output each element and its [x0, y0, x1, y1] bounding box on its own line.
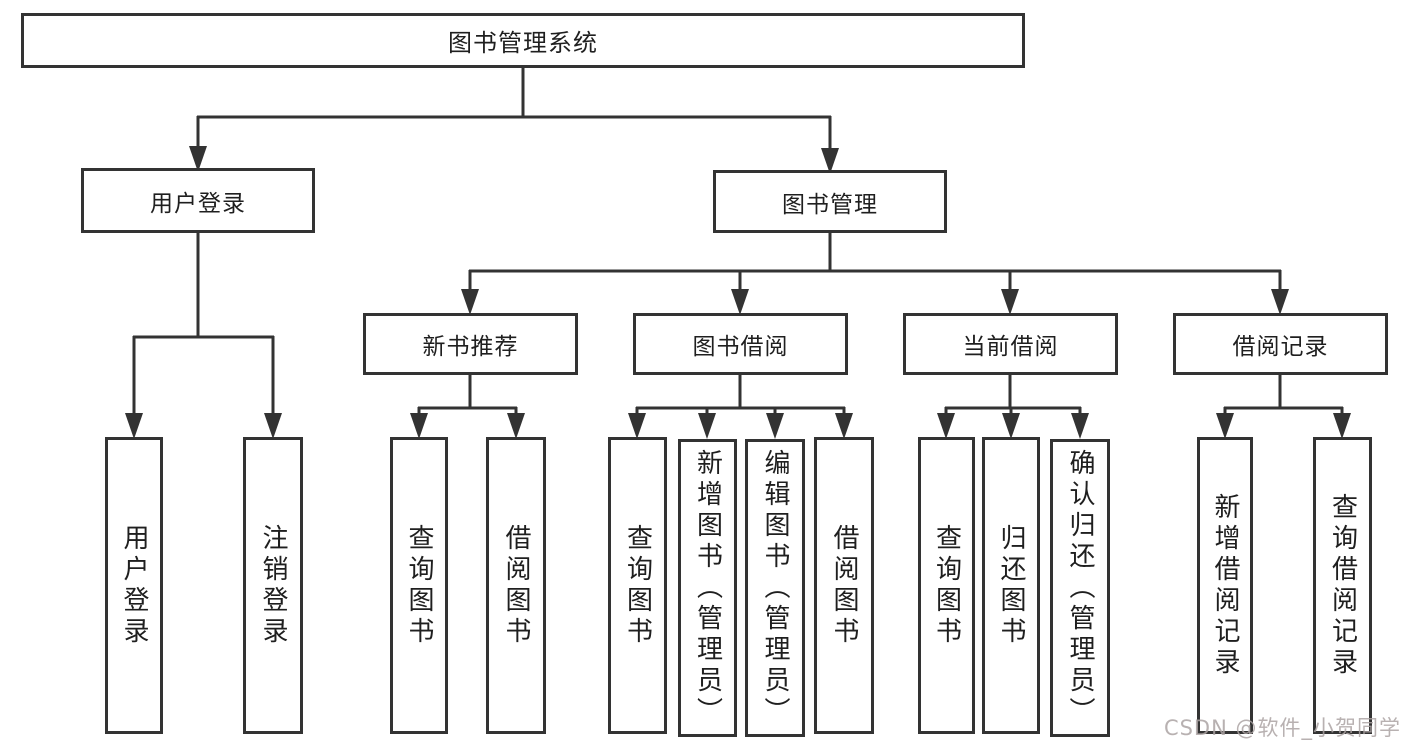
node-leaf-add-borrow-record: 新增借阅记录	[1197, 437, 1253, 734]
node-leaf-query-books-3: 查询图书	[918, 437, 975, 734]
csdn-watermark: CSDN @软件_小贺同学	[1163, 716, 1401, 740]
node-book-borrow: 图书借阅	[633, 313, 848, 375]
node-new-book-recommend: 新书推荐	[363, 313, 578, 375]
node-leaf-return-books: 归还图书	[982, 437, 1040, 734]
node-leaf-borrow-books-1: 借阅图书	[486, 437, 546, 734]
node-leaf-query-books-2: 查询图书	[608, 437, 667, 734]
node-leaf-user-login: 用户登录	[105, 437, 163, 734]
node-book-management: 图书管理	[713, 170, 947, 233]
node-leaf-logout: 注销登录	[243, 437, 303, 734]
node-leaf-add-book-admin: 新增图书（管理员）	[678, 439, 737, 737]
node-library-management-system: 图书管理系统	[21, 13, 1025, 68]
arrowheads	[125, 146, 1351, 439]
node-current-borrow: 当前借阅	[903, 313, 1118, 375]
node-user-login: 用户登录	[81, 168, 315, 233]
node-leaf-borrow-books-2: 借阅图书	[814, 437, 874, 734]
node-leaf-edit-book-admin: 编辑图书（管理员）	[745, 439, 805, 737]
node-leaf-query-borrow-record: 查询借阅记录	[1313, 437, 1372, 734]
node-leaf-query-books-1: 查询图书	[390, 437, 448, 734]
node-borrow-records: 借阅记录	[1173, 313, 1388, 375]
node-leaf-confirm-return-admin: 确认归还（管理员）	[1050, 439, 1110, 737]
